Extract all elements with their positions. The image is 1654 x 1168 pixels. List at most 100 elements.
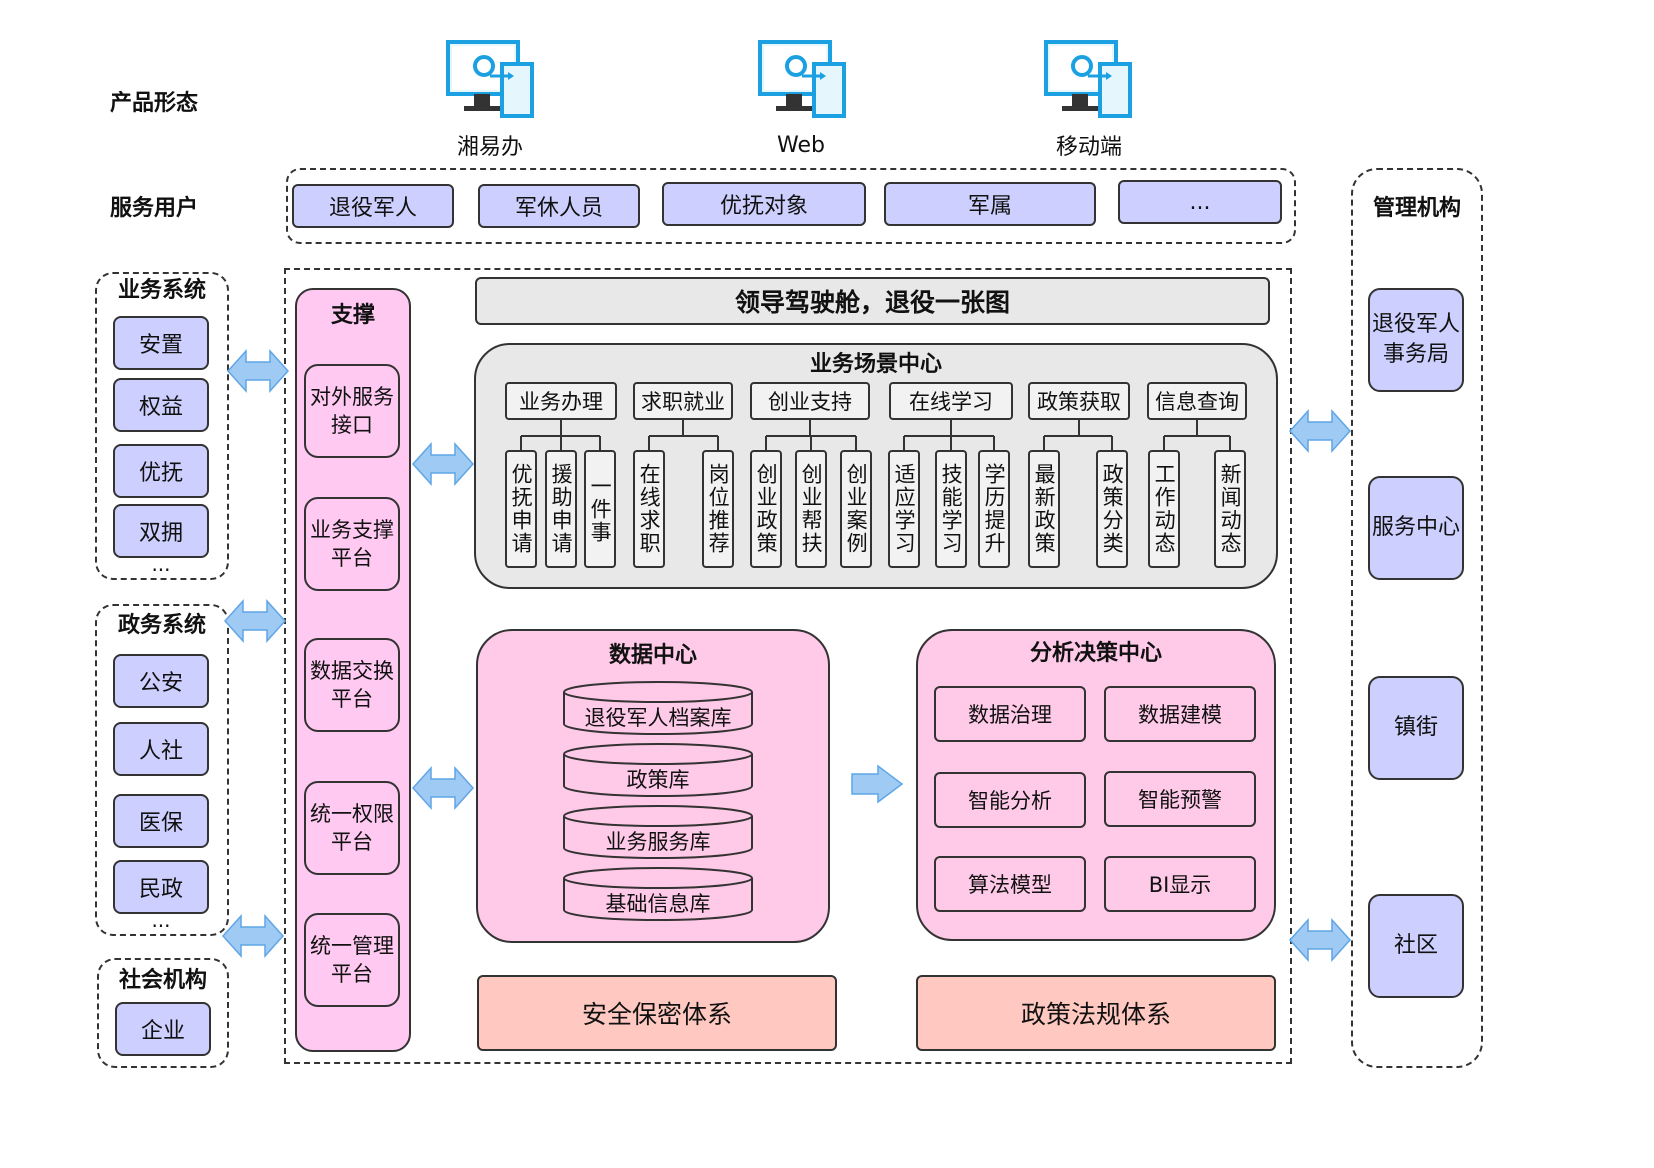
social-item-enterprise[interactable]: 企业 xyxy=(115,1002,211,1056)
product-label-1: Web xyxy=(777,132,825,158)
scenario-item-label: 新闻动态 xyxy=(1218,463,1243,555)
support-item-line: 数据交换 xyxy=(310,658,394,683)
scenario-item-2-0[interactable]: 创业政策 xyxy=(750,450,782,568)
support-heading: 支撑 xyxy=(330,303,375,328)
support-item-2[interactable]: 数据交换平台 xyxy=(304,638,400,732)
management-item-2[interactable]: 镇街 xyxy=(1368,676,1464,780)
scenario-item-1-0[interactable]: 在线求职 xyxy=(633,450,665,568)
scenario-item-1-1[interactable]: 岗位推荐 xyxy=(702,450,734,568)
scenario-group-5[interactable]: 信息查询 xyxy=(1147,382,1247,420)
scenario-item-2-1[interactable]: 创业帮扶 xyxy=(795,450,827,568)
product-0[interactable] xyxy=(446,40,536,120)
arrow-social-support xyxy=(222,915,284,957)
scenario-item-label: 在线求职 xyxy=(637,463,662,555)
user-veteran[interactable]: 退役军人 xyxy=(292,184,454,228)
management-item-1[interactable]: 服务中心 xyxy=(1368,476,1464,580)
scenario-group-3[interactable]: 在线学习 xyxy=(889,382,1013,420)
business-item-dual-support[interactable]: 双拥 xyxy=(113,504,209,558)
scenario-item-label: 优抚申请 xyxy=(509,463,534,555)
scenario-item-0-1[interactable]: 援助申请 xyxy=(545,450,577,568)
decision-item-data-modeling[interactable]: 数据建模 xyxy=(1104,686,1256,742)
database-3[interactable]: 基础信息库 xyxy=(562,866,754,922)
gov-item-hr-social[interactable]: 人社 xyxy=(113,722,209,776)
database-icon xyxy=(563,867,753,921)
support-item-line: 平台 xyxy=(331,962,373,986)
scenario-item-5-1[interactable]: 新闻动态 xyxy=(1214,450,1246,568)
user-preferential-target[interactable]: 优抚对象 xyxy=(662,182,866,226)
scenario-group-2[interactable]: 创业支持 xyxy=(750,382,870,420)
management-item-line: 事务局 xyxy=(1382,342,1449,367)
business-item-rights[interactable]: 权益 xyxy=(113,378,209,432)
policy-law-system[interactable]: 政策法规体系 xyxy=(916,975,1276,1051)
scenario-item-3-1[interactable]: 技能学习 xyxy=(935,450,967,568)
product-heading: 产品形态 xyxy=(110,91,199,116)
scenario-heading: 业务场景中心 xyxy=(809,352,942,377)
scenario-group-1[interactable]: 求职就业 xyxy=(633,382,733,420)
monitor-phone-icon xyxy=(1044,40,1132,118)
scenario-item-label: 一件事 xyxy=(588,474,613,544)
gov-item-medical[interactable]: 医保 xyxy=(113,794,209,848)
product-1[interactable] xyxy=(758,40,848,120)
scenario-item-5-0[interactable]: 工作动态 xyxy=(1148,450,1180,568)
database-icon xyxy=(563,681,753,735)
business-item-preferential[interactable]: 优抚 xyxy=(113,444,209,498)
management-container xyxy=(1351,168,1483,1068)
management-item-0[interactable]: 退役军人事务局 xyxy=(1368,288,1464,392)
user-more[interactable]: ... xyxy=(1118,180,1282,224)
gov-systems-container xyxy=(95,604,229,936)
management-item-line: 退役军人 xyxy=(1371,312,1460,338)
scenario-item-label: 创业帮扶 xyxy=(799,463,824,555)
arrow-gov-support xyxy=(224,600,286,642)
scenario-item-4-1[interactable]: 政策分类 xyxy=(1096,450,1128,568)
leader-cockpit-bar[interactable]: 领导驾驶舱，退役一张图 xyxy=(475,277,1270,325)
decision-item-data-governance[interactable]: 数据治理 xyxy=(934,686,1086,742)
database-0[interactable]: 退役军人档案库 xyxy=(562,680,754,736)
management-item-3[interactable]: 社区 xyxy=(1368,894,1464,998)
business-item-placement[interactable]: 安置 xyxy=(113,316,209,370)
scenario-item-0-2[interactable]: 一件事 xyxy=(584,450,616,568)
support-item-0[interactable]: 对外服务接口 xyxy=(304,364,400,458)
user-retired-military[interactable]: 军休人员 xyxy=(478,184,640,228)
scenario-item-0-0[interactable]: 优抚申请 xyxy=(505,450,537,568)
management-item-line: 社区 xyxy=(1393,933,1438,959)
scenario-group-0[interactable]: 业务办理 xyxy=(505,382,617,420)
database-label: 政策库 xyxy=(626,768,690,792)
monitor-phone-icon xyxy=(446,40,534,118)
decision-item-bi-display[interactable]: BI显示 xyxy=(1104,856,1256,912)
support-item-line: 业务支撑 xyxy=(310,517,394,542)
business-more: ... xyxy=(151,552,171,576)
support-item-line: 平台 xyxy=(331,687,373,711)
decision-item-intelligent-warning[interactable]: 智能预警 xyxy=(1104,771,1256,827)
scenario-item-4-0[interactable]: 最新政策 xyxy=(1028,450,1060,568)
business-systems-heading: 业务系统 xyxy=(117,278,206,303)
database-2[interactable]: 业务服务库 xyxy=(562,804,754,860)
arrow-main-mgmt-top xyxy=(1289,410,1351,452)
users-heading: 服务用户 xyxy=(110,196,199,221)
scenario-item-3-0[interactable]: 适应学习 xyxy=(888,450,920,568)
scenario-item-label: 适应学习 xyxy=(892,463,917,555)
gov-item-police[interactable]: 公安 xyxy=(113,654,209,708)
database-label: 业务服务库 xyxy=(605,830,711,854)
scenario-item-3-2[interactable]: 学历提升 xyxy=(978,450,1010,568)
support-item-1[interactable]: 业务支撑平台 xyxy=(304,497,400,591)
support-item-4[interactable]: 统一管理平台 xyxy=(304,913,400,1007)
database-label: 退役军人档案库 xyxy=(584,706,732,730)
main-container xyxy=(284,268,1292,1064)
scenario-item-label: 创业政策 xyxy=(754,463,779,555)
gov-item-civil-affairs[interactable]: 民政 xyxy=(113,860,209,914)
user-military-family[interactable]: 军属 xyxy=(884,182,1096,226)
database-1[interactable]: 政策库 xyxy=(562,742,754,798)
gov-systems-heading: 政务系统 xyxy=(117,613,206,638)
database-label: 基础信息库 xyxy=(605,892,711,916)
scenario-item-label: 创业案例 xyxy=(844,463,869,555)
scenario-item-2-2[interactable]: 创业案例 xyxy=(840,450,872,568)
support-item-3[interactable]: 统一权限平台 xyxy=(304,781,400,875)
product-2[interactable] xyxy=(1044,40,1134,120)
support-item-line: 平台 xyxy=(331,830,373,854)
scenario-group-4[interactable]: 政策获取 xyxy=(1028,382,1130,420)
decision-item-intelligent-analysis[interactable]: 智能分析 xyxy=(934,772,1086,828)
decision-item-algorithm-model[interactable]: 算法模型 xyxy=(934,856,1086,912)
support-item-line: 平台 xyxy=(331,546,373,570)
database-icon xyxy=(563,743,753,797)
security-system[interactable]: 安全保密体系 xyxy=(477,975,837,1051)
